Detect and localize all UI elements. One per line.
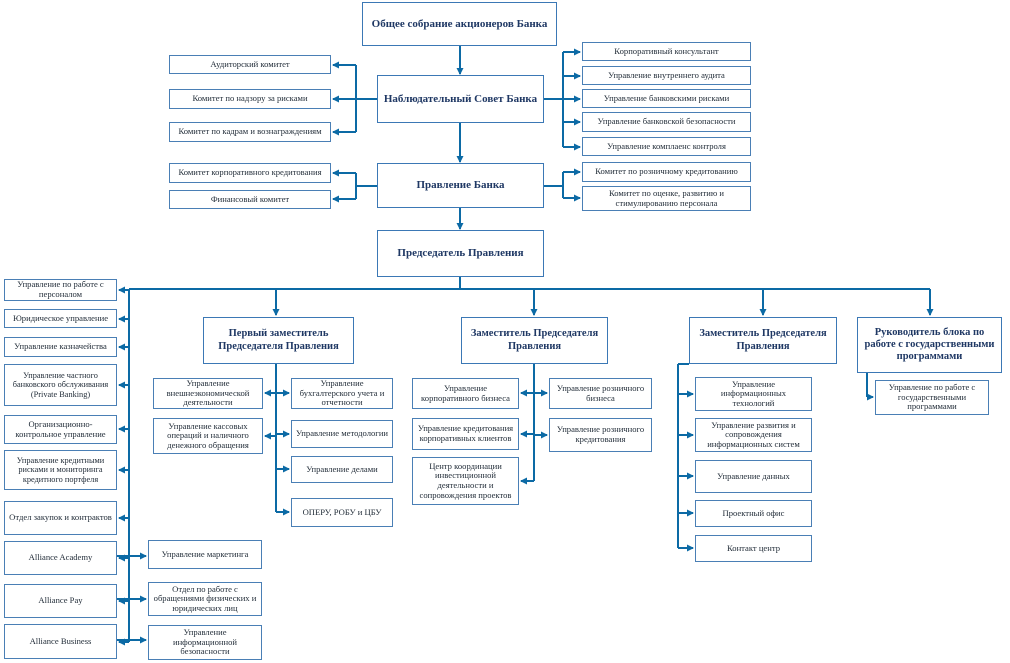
invest-center-box: Центр координации инвестиционной деятель… [412, 457, 519, 505]
chairman-box: Председатель Правления [377, 230, 544, 277]
contact-center-box: Контакт центр [695, 535, 812, 562]
corp-consultant-box: Корпоративный консультант [582, 42, 751, 61]
cash-ops-box: Управление кассовых операций и наличного… [153, 418, 263, 454]
gov-department-box: Управление по работе с государственными … [875, 380, 989, 415]
retail-lending-box: Управление розничного кредитования [549, 418, 652, 452]
finance-committee-box: Финансовый комитет [169, 190, 331, 209]
risk-committee-box: Комитет по надзору за рисками [169, 89, 331, 109]
legal-box: Юридическое управление [4, 309, 117, 328]
accounting-box: Управление бухгалтерского учета и отчетн… [291, 378, 393, 409]
affairs-box: Управление делами [291, 456, 393, 483]
fx-activity-box: Управление внешнеэкономической деятельно… [153, 378, 263, 409]
corp-credit-committee-box: Комитет корпоративного кредитования [169, 163, 331, 183]
retail-credit-committee-box: Комитет по розничному кредитованию [582, 162, 751, 182]
audit-committee-box: Аудиторский комитет [169, 55, 331, 74]
deputy-1-box: Заместитель Председателя Правления [461, 317, 608, 364]
alliance-pay-box: Alliance Pay [4, 584, 117, 618]
gov-head-box: Руководитель блока по работе с государст… [857, 317, 1002, 373]
personnel-committee-box: Комитет по оценке, развитию и стимулиров… [582, 186, 751, 211]
alliance-academy-box: Alliance Academy [4, 541, 117, 575]
bank-security-box: Управление банковской безопасности [582, 112, 751, 132]
compliance-box: Управление комплаенс контроля [582, 137, 751, 156]
internal-audit-box: Управление внутреннего аудита [582, 66, 751, 85]
general-assembly-box: Общее собрание акционеров Банка [362, 2, 557, 46]
private-banking-box: Управление частного банковского обслужив… [4, 364, 117, 406]
treasury-box: Управление казначейства [4, 337, 117, 357]
retail-business-box: Управление розничного бизнеса [549, 378, 652, 409]
alliance-business-box: Alliance Business [4, 624, 117, 659]
is-dev-box: Управление развития и сопровождения инфо… [695, 418, 812, 452]
methodology-box: Управление методологии [291, 420, 393, 448]
marketing-box: Управление маркетинга [148, 540, 262, 569]
it-box: Управление информационных технологий [695, 377, 812, 411]
credit-risk-box: Управление кредитными рисками и монитори… [4, 450, 117, 490]
info-security-box: Управление информационной безопасности [148, 625, 262, 660]
deputy-2-box: Заместитель Председателя Правления [689, 317, 837, 364]
data-box: Управление данных [695, 460, 812, 493]
corp-business-box: Управление корпоративного бизнеса [412, 378, 519, 409]
bank-risks-box: Управление банковскими рисками [582, 89, 751, 108]
management-board-box: Правление Банка [377, 163, 544, 208]
hr-committee-box: Комитет по кадрам и вознаграждениям [169, 122, 331, 142]
corp-lending-box: Управление кредитования корпоративных кл… [412, 418, 519, 450]
hr-department-box: Управление по работе с персоналом [4, 279, 117, 301]
operu-box: ОПЕРУ, РОБУ и ЦБУ [291, 498, 393, 527]
project-office-box: Проектный офис [695, 500, 812, 527]
appeals-box: Отдел по работе с обращениями физических… [148, 582, 262, 616]
first-deputy-box: Первый заместитель Председателя Правлени… [203, 317, 354, 364]
procurement-box: Отдел закупок и контрактов [4, 501, 117, 535]
supervisory-board-box: Наблюдательный Совет Банка [377, 75, 544, 123]
org-control-box: Организационно-контрольное управление [4, 415, 117, 444]
